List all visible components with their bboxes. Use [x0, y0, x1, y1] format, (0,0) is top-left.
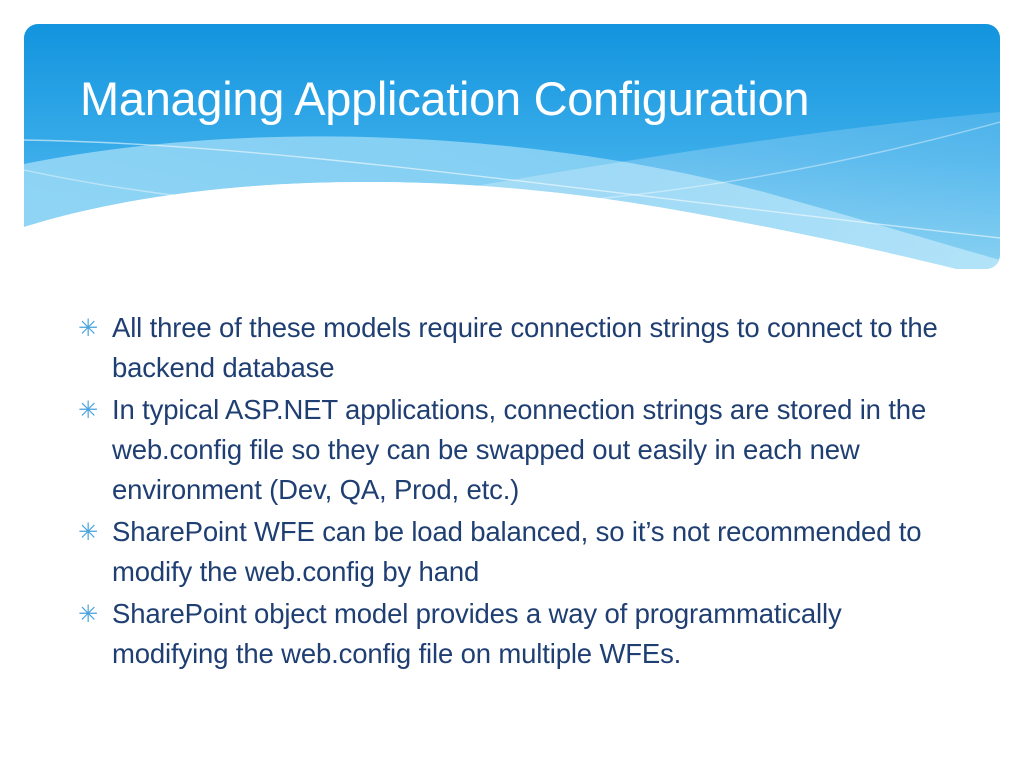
list-item: ✳ SharePoint WFE can be load balanced, s… [72, 512, 964, 592]
slide-header-banner [24, 24, 1000, 269]
asterisk-bullet-icon: ✳ [78, 314, 99, 342]
list-item-label: SharePoint object model provides a way o… [112, 598, 842, 669]
list-item-label: SharePoint WFE can be load balanced, so … [112, 516, 922, 587]
list-item: ✳ All three of these models require conn… [72, 308, 964, 388]
list-item: ✳ In typical ASP.NET applications, conne… [72, 390, 964, 510]
bullet-list: ✳ All three of these models require conn… [72, 308, 964, 676]
page-title: Managing Application Configuration [80, 72, 810, 125]
asterisk-bullet-icon: ✳ [78, 518, 99, 546]
header-wave-graphic [24, 24, 1000, 269]
list-item-label: All three of these models require connec… [112, 312, 938, 383]
list-item: ✳ SharePoint object model provides a way… [72, 594, 964, 674]
asterisk-bullet-icon: ✳ [78, 600, 99, 628]
list-item-label: In typical ASP.NET applications, connect… [112, 394, 927, 505]
asterisk-bullet-icon: ✳ [78, 396, 99, 424]
